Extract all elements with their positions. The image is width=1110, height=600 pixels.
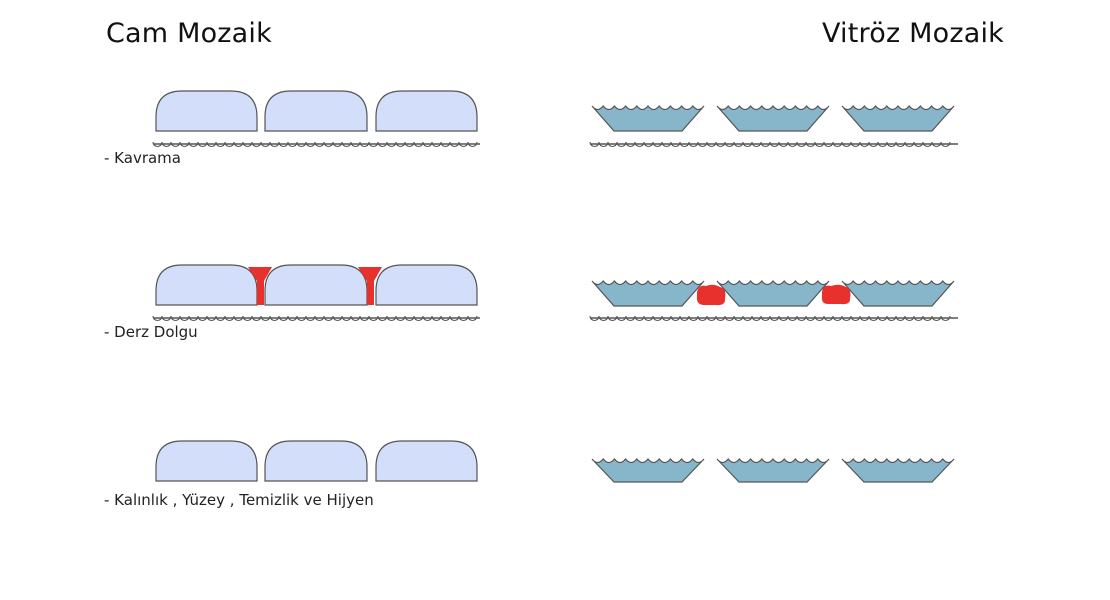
cam-mozaik-title: Cam Mozaik xyxy=(106,18,272,49)
vitroz-mozaik-title: Vitröz Mozaik xyxy=(821,18,1004,49)
glass-tile xyxy=(264,90,368,132)
grout-blob xyxy=(696,284,726,306)
vitroz-tile xyxy=(591,458,705,483)
vitroz-tile xyxy=(716,458,830,483)
vitroz-tile xyxy=(716,280,830,307)
grout-joint xyxy=(248,267,272,305)
glass-tile xyxy=(375,90,478,132)
row-label-derz-dolgu: - Derz Dolgu xyxy=(104,323,198,341)
glass-tile xyxy=(155,90,258,132)
glass-tile xyxy=(264,264,368,306)
vitroz-tile xyxy=(591,280,705,307)
row-label-kalinlik: - Kalınlık , Yüzey , Temizlik ve Hijyen xyxy=(104,491,374,509)
glass-tile xyxy=(375,440,478,482)
grout-joint xyxy=(358,267,382,305)
glass-tile xyxy=(155,440,258,482)
vitroz-tile xyxy=(716,105,830,132)
mesh-wave xyxy=(152,141,478,148)
glass-tile xyxy=(375,264,478,306)
vitroz-tile xyxy=(841,458,955,483)
grout-blob xyxy=(821,284,851,305)
vitroz-tile xyxy=(841,105,955,132)
mesh-wave xyxy=(152,315,478,322)
vitroz-tile xyxy=(841,280,955,307)
glass-tile xyxy=(155,264,258,306)
vitroz-tile xyxy=(591,105,705,132)
mesh-wave xyxy=(589,315,951,322)
mesh-wave xyxy=(589,141,951,148)
row-label-kavrama: - Kavrama xyxy=(104,149,181,167)
glass-tile xyxy=(264,440,368,482)
